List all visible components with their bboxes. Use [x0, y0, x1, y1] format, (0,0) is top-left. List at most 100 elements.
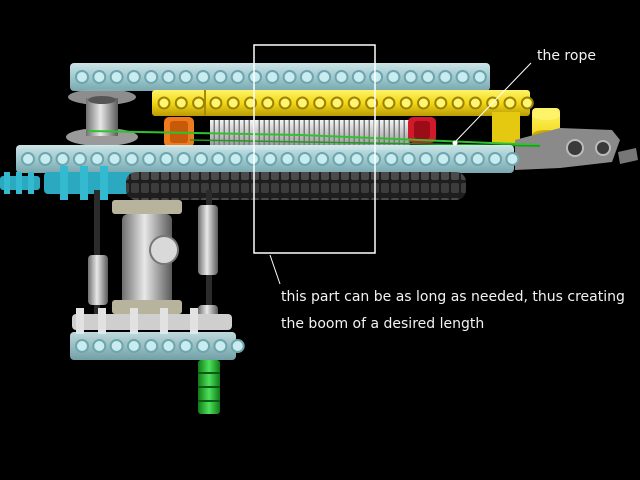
differential-drum: [112, 200, 182, 314]
beam-hole: [109, 339, 124, 353]
bottom-gears: [72, 308, 232, 334]
beam-hole: [417, 96, 430, 110]
beam-hole: [503, 96, 517, 110]
beam-hole: [421, 70, 435, 84]
beam-hole: [468, 96, 482, 110]
beam-hole: [349, 152, 364, 166]
rope-leader-line: [454, 62, 532, 143]
beam-hole: [211, 152, 226, 166]
beam-hole: [228, 152, 243, 166]
beam-hole: [334, 70, 349, 84]
beam-hole: [92, 339, 107, 353]
beam-hole: [174, 96, 188, 110]
beam-hole: [347, 96, 361, 110]
beam-hole: [107, 152, 122, 166]
beam-hole: [248, 70, 262, 84]
green-axle: [198, 360, 220, 414]
beam-hole: [261, 96, 275, 110]
beam-hole: [109, 70, 124, 84]
beam-hole: [176, 152, 191, 166]
beam-hole: [213, 339, 228, 353]
beam-hole: [21, 152, 35, 166]
beam-hole: [520, 96, 534, 110]
beam-hole: [436, 152, 451, 166]
beam-hole: [455, 70, 470, 84]
beam-hole: [265, 70, 280, 84]
beam-hole: [297, 152, 312, 166]
beam-hole: [159, 152, 174, 166]
beam-hole: [280, 152, 295, 166]
beam-hole: [126, 339, 141, 353]
beam-hole: [161, 70, 176, 84]
beam-hole: [230, 70, 245, 84]
beam-hole: [369, 70, 384, 84]
lower-translucent-beam: [16, 145, 520, 173]
beam-hole: [453, 152, 468, 166]
beam-hole: [472, 70, 487, 84]
cyan-gear-left: [0, 172, 40, 194]
beam-hole: [178, 70, 193, 84]
beam-hole: [157, 96, 171, 110]
beam-hole: [144, 70, 159, 84]
beam-hole: [126, 70, 141, 84]
beam-hole: [401, 152, 416, 166]
beam-hole: [213, 70, 228, 84]
beam-hole: [55, 152, 70, 166]
beam-hole: [161, 339, 176, 353]
beam-hole: [384, 152, 399, 166]
beam-hole: [38, 152, 53, 166]
beam-hole: [230, 339, 245, 353]
beam-hole: [90, 152, 105, 166]
beam-hole: [315, 152, 330, 166]
beam-hole: [330, 96, 344, 110]
beam-hole: [263, 152, 278, 166]
axle-connectors: [88, 205, 218, 325]
beam-hole: [351, 70, 366, 84]
beam-hole: [299, 70, 314, 84]
boom-note-line-1: this part can be as long as needed, thus…: [281, 289, 625, 305]
red-bush: [408, 117, 436, 143]
beam-hole: [488, 152, 503, 166]
beam-hole: [399, 96, 413, 110]
beam-hole: [245, 152, 260, 166]
beam-hole: [382, 96, 396, 110]
beam-hole: [451, 96, 465, 110]
boom-note-line-2: the boom of a desired length: [281, 316, 485, 332]
beam-hole: [313, 96, 327, 110]
beam-hole: [505, 152, 520, 166]
beam-hole: [418, 152, 433, 166]
beam-hole: [144, 339, 159, 353]
top-translucent-beam: [70, 63, 490, 91]
beam-hole: [196, 70, 211, 84]
beam-hole: [209, 96, 223, 110]
beam-hole: [196, 339, 211, 353]
beam-hole: [72, 152, 87, 166]
beam-hole: [386, 70, 401, 84]
beam-hole: [403, 70, 418, 84]
beam-hole: [75, 70, 89, 84]
beam-hole: [295, 96, 309, 110]
beam-hole: [192, 96, 206, 110]
beam-hole: [92, 70, 107, 84]
beam-hole: [278, 96, 292, 110]
beam-hole: [226, 96, 240, 110]
boom-section-highlight: [253, 44, 376, 254]
boom-note-leader-line: [269, 254, 281, 285]
rope-label: the rope: [537, 48, 596, 64]
beam-hole: [367, 152, 381, 166]
bottom-translucent-beam: [70, 332, 245, 360]
beam-hole: [178, 339, 193, 353]
beam-hole: [194, 152, 208, 166]
grey-bracket: [515, 128, 638, 170]
beam-hole: [124, 152, 139, 166]
rope-marker: [452, 140, 458, 146]
chain: [126, 172, 466, 200]
beam-hole: [434, 96, 448, 110]
beam-hole: [142, 152, 157, 166]
beam-hole: [75, 339, 89, 353]
beam-hole: [332, 152, 347, 166]
beam-hole: [438, 70, 453, 84]
beam-hole: [317, 70, 332, 84]
beam-hole: [282, 70, 297, 84]
